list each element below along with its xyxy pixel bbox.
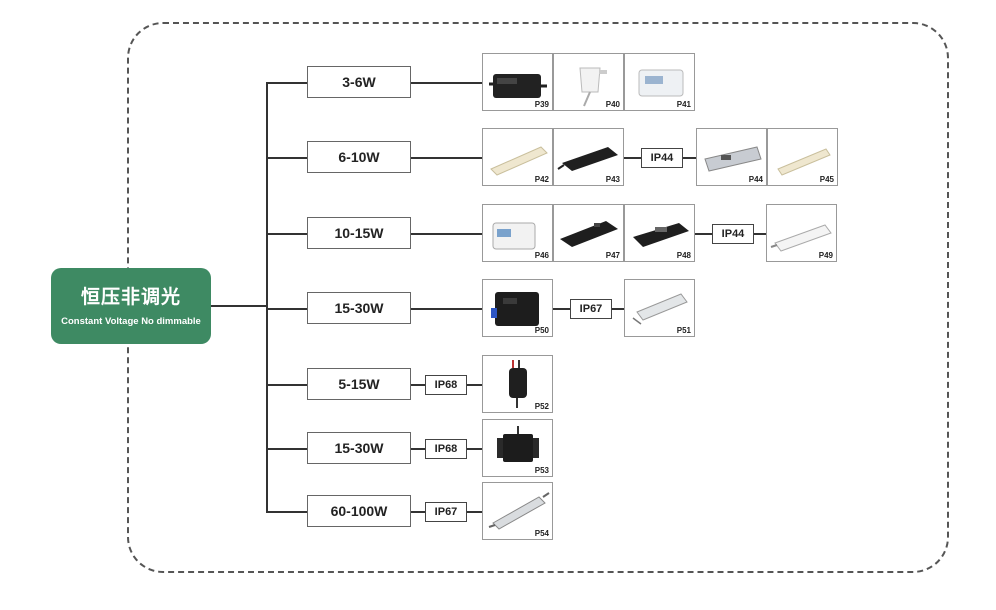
wattage-label: 6-10W — [338, 149, 380, 165]
driver-slim-beige-icon — [777, 148, 831, 176]
product-thumbnail[interactable]: P43 — [553, 128, 624, 186]
wattage-box: 15-30W — [307, 292, 411, 324]
page-ref: P50 — [534, 326, 549, 335]
trunk-line — [266, 82, 268, 511]
ip-rating-badge: IP67 — [425, 502, 467, 522]
product-thumbnail[interactable]: P51 — [624, 279, 695, 337]
driver-potted-icon — [497, 426, 539, 462]
product-thumbnail[interactable]: P39 — [482, 53, 553, 111]
branch-line — [411, 233, 483, 235]
branch-line — [266, 511, 307, 513]
driver-white-icon — [492, 222, 536, 250]
product-thumbnail[interactable]: P52 — [482, 355, 553, 413]
wattage-box: 6-10W — [307, 141, 411, 173]
page-ref: P46 — [534, 251, 549, 260]
page-ref: P49 — [818, 251, 833, 260]
branch-line — [266, 308, 307, 310]
branch-line — [411, 82, 483, 84]
category-title-en: Constant Voltage No dimmable — [61, 316, 201, 327]
product-thumbnail[interactable]: P46 — [482, 204, 553, 262]
driver-black-icon — [560, 221, 618, 247]
page-ref: P41 — [676, 100, 691, 109]
ip-rating-label: IP67 — [579, 303, 603, 315]
category-title-cn: 恒压非调光 — [80, 287, 181, 308]
product-thumbnail[interactable]: P50 — [482, 279, 553, 337]
page-ref: P53 — [534, 466, 549, 475]
page-ref: P48 — [676, 251, 691, 260]
category-node: 恒压非调光 Constant Voltage No dimmable — [51, 268, 211, 344]
wattage-label: 5-15W — [338, 376, 380, 392]
wattage-label: 3-6W — [342, 74, 376, 90]
product-thumbnail[interactable]: P53 — [482, 419, 553, 477]
page-ref: P44 — [748, 175, 763, 184]
ip-rating-label: IP68 — [434, 443, 458, 455]
wattage-box: 3-6W — [307, 66, 411, 98]
wattage-box: 10-15W — [307, 217, 411, 249]
driver-cylinder-icon — [509, 360, 527, 408]
branch-line — [266, 82, 307, 84]
driver-black-icon — [557, 147, 618, 171]
ip-rating-badge: IP44 — [641, 148, 683, 168]
driver-black-icon — [489, 74, 547, 98]
ip-rating-badge: IP68 — [425, 375, 467, 395]
branch-line — [411, 308, 483, 310]
driver-black-icon — [633, 223, 689, 247]
driver-white-icon — [638, 69, 684, 97]
page-ref: P39 — [534, 100, 549, 109]
product-thumbnail[interactable]: P41 — [624, 53, 695, 111]
wattage-box: 5-15W — [307, 368, 411, 400]
page-ref: P52 — [534, 402, 549, 411]
ip-rating-label: IP68 — [434, 379, 458, 391]
branch-line — [266, 448, 307, 450]
wattage-label: 15-30W — [334, 440, 384, 456]
ip-rating-badge: IP44 — [712, 224, 754, 244]
driver-slim-white-icon — [770, 224, 832, 252]
branch-line — [266, 157, 307, 159]
branch-line — [266, 233, 307, 235]
wattage-box: 15-30W — [307, 432, 411, 464]
branch-line — [411, 157, 483, 159]
wattage-label: 60-100W — [330, 503, 388, 519]
page-ref: P40 — [605, 100, 620, 109]
ip-rating-badge: IP68 — [425, 439, 467, 459]
page-ref: P43 — [605, 175, 620, 184]
ip-rating-badge: IP67 — [570, 299, 612, 319]
wattage-box: 60-100W — [307, 495, 411, 527]
page-ref: P42 — [534, 175, 549, 184]
product-thumbnail[interactable]: P54 — [482, 482, 553, 540]
driver-black-icon — [491, 292, 539, 326]
driver-slim-beige-icon — [490, 146, 548, 176]
page-ref: P51 — [676, 326, 691, 335]
product-thumbnail[interactable]: P44 — [696, 128, 767, 186]
driver-metal-icon — [704, 146, 762, 172]
page-ref: P47 — [605, 251, 620, 260]
plug-adapter-icon — [579, 67, 607, 107]
product-thumbnail[interactable]: P40 — [553, 53, 624, 111]
ip-rating-label: IP67 — [434, 506, 458, 518]
driver-waterproof-icon — [632, 293, 688, 325]
root-connector — [211, 305, 267, 307]
driver-aluminum-icon — [488, 492, 550, 530]
product-thumbnail[interactable]: P45 — [767, 128, 838, 186]
wattage-label: 10-15W — [334, 225, 384, 241]
page-ref: P54 — [534, 529, 549, 538]
page-ref: P45 — [819, 175, 834, 184]
wattage-label: 15-30W — [334, 300, 384, 316]
branch-line — [266, 384, 307, 386]
ip-rating-label: IP44 — [721, 228, 745, 240]
ip-rating-label: IP44 — [650, 152, 674, 164]
product-thumbnail[interactable]: P49 — [766, 204, 837, 262]
product-thumbnail[interactable]: P42 — [482, 128, 553, 186]
product-thumbnail[interactable]: P47 — [553, 204, 624, 262]
product-thumbnail[interactable]: P48 — [624, 204, 695, 262]
